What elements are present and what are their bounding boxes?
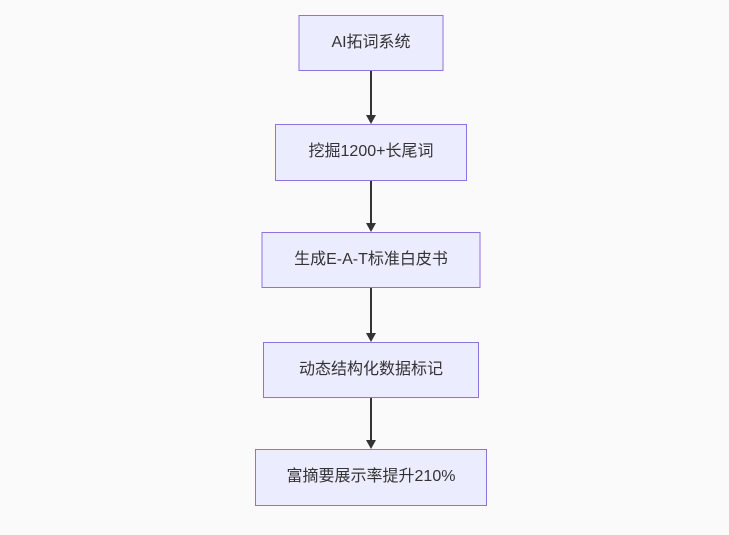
flow-node-label: 挖掘1200+长尾词	[308, 143, 434, 161]
flow-arrow-1	[364, 71, 378, 124]
flow-arrow-4	[364, 398, 378, 449]
arrow-down-icon	[366, 288, 376, 342]
flow-node-rich-snippet-result: 富摘要展示率提升210%	[255, 449, 487, 506]
flow-node-structured-data: 动态结构化数据标记	[263, 342, 479, 398]
flow-node-label: 生成E-A-T标准白皮书	[294, 250, 448, 268]
flow-node-longtail-words: 挖掘1200+长尾词	[275, 124, 467, 181]
flow-node-label: AI拓词系统	[331, 33, 411, 51]
flow-node-ai-system: AI拓词系统	[298, 15, 444, 71]
flow-arrow-3	[364, 288, 378, 342]
arrow-down-icon	[366, 181, 376, 232]
arrow-down-icon	[366, 398, 376, 449]
flow-node-label: 富摘要展示率提升210%	[286, 468, 456, 486]
flow-arrow-2	[364, 181, 378, 232]
flow-node-eat-whitepaper: 生成E-A-T标准白皮书	[261, 232, 481, 288]
flow-node-label: 动态结构化数据标记	[298, 360, 443, 378]
arrow-down-icon	[366, 71, 376, 124]
